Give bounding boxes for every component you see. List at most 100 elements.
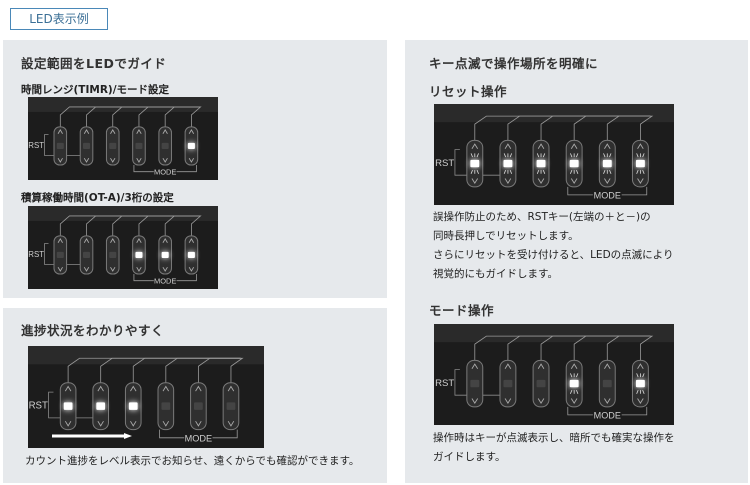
mode-operation-title: モード操作 [429,303,495,318]
key-button [598,359,616,408]
blink-ray [636,169,639,174]
key-button [466,359,484,408]
chevron-up-icon [504,363,512,369]
blink-ray [470,169,473,174]
blink-ray [636,153,639,158]
led-indicator [56,251,64,259]
key-button [53,235,68,275]
chevron-up-icon [504,143,512,149]
blink-ray [476,153,479,158]
connector-line [191,106,202,127]
blink-ray [536,169,540,174]
chevron-down-icon [136,157,142,163]
chevron-down-icon [83,157,90,163]
led-indicator [109,251,117,259]
blink-ray [503,169,507,174]
led-indicator [56,142,64,150]
reset-operation-title: リセット操作 [429,84,508,99]
chevron-down-icon [83,266,90,272]
chevron-down-icon [570,178,578,184]
led-indicator [63,402,73,410]
blink-ray [642,169,645,174]
ota-subtitle: 積算稼働時間(OT-A)/3桁の設定 [21,192,174,204]
chevron-down-icon [162,157,168,163]
led-indicator [194,402,203,410]
chevron-up-icon [110,129,116,134]
key-button [124,382,142,431]
led-indicator [635,379,645,388]
connector-line [191,215,202,236]
blink-ray [470,153,473,158]
key-button [92,382,110,431]
key-button [105,126,120,166]
mode-label: MODE [154,277,176,286]
key-button [79,235,94,275]
led-indicator [635,159,645,168]
connector-line [164,106,200,127]
key-button [184,126,199,166]
chevron-up-icon [188,129,195,134]
blink-ray [576,169,579,174]
chevron-up-icon [188,238,195,243]
chevron-up-icon [537,363,545,369]
key-button [631,359,649,408]
key-button [105,235,120,275]
connector-line [197,357,241,383]
blink-ray [603,153,606,158]
led-indicator [536,379,546,388]
blink-ray [509,153,513,158]
chevron-up-icon [57,238,63,243]
connector-line [230,357,244,383]
chevron-up-icon [162,238,168,243]
key-button [466,139,484,188]
chevron-down-icon [57,157,63,163]
blink-ray [542,153,546,158]
led-indicator [135,142,143,150]
chevron-up-icon [64,385,72,392]
connector-line [165,357,241,383]
blink-ray [609,153,612,158]
reset-description-line: 同時長押しでリセットします。 [433,230,579,242]
chevron-up-icon [570,363,578,369]
panel-title: キー点滅で操作場所を明確に [429,56,599,71]
chevron-up-icon [471,363,479,369]
chevron-down-icon [162,420,170,427]
connector-line [164,215,200,236]
key-button [157,382,175,431]
chevron-down-icon [604,178,611,184]
led-indicator [536,159,546,168]
key-button [532,359,550,408]
blink-ray [603,169,606,174]
chevron-up-icon [136,238,142,243]
blink-ray [636,373,639,378]
blink-ray [570,153,573,158]
chevron-down-icon [162,266,168,272]
key-button [158,235,172,275]
led-indicator [602,379,612,388]
key-button [499,359,517,408]
connector-line [606,115,651,141]
led-indicator [128,402,138,410]
chevron-up-icon [162,129,168,134]
blink-ray [476,169,479,174]
chevron-down-icon [188,266,195,272]
chevron-down-icon [637,178,644,184]
key-button [132,126,146,166]
chevron-up-icon [537,143,545,149]
key-button [565,359,583,408]
progress-arrow-icon [52,433,132,439]
chevron-down-icon [195,420,202,427]
chevron-up-icon [637,143,644,149]
reset-description-line: さらにリセットを受け付けると、LEDの点滅により [433,249,674,261]
connector-line [606,335,651,361]
chevron-down-icon [64,420,72,427]
panel-title: 進捗状況をわかりやすく [21,323,165,338]
blink-ray [576,153,579,158]
chevron-down-icon [97,420,104,427]
rst-label: RST [28,141,44,150]
